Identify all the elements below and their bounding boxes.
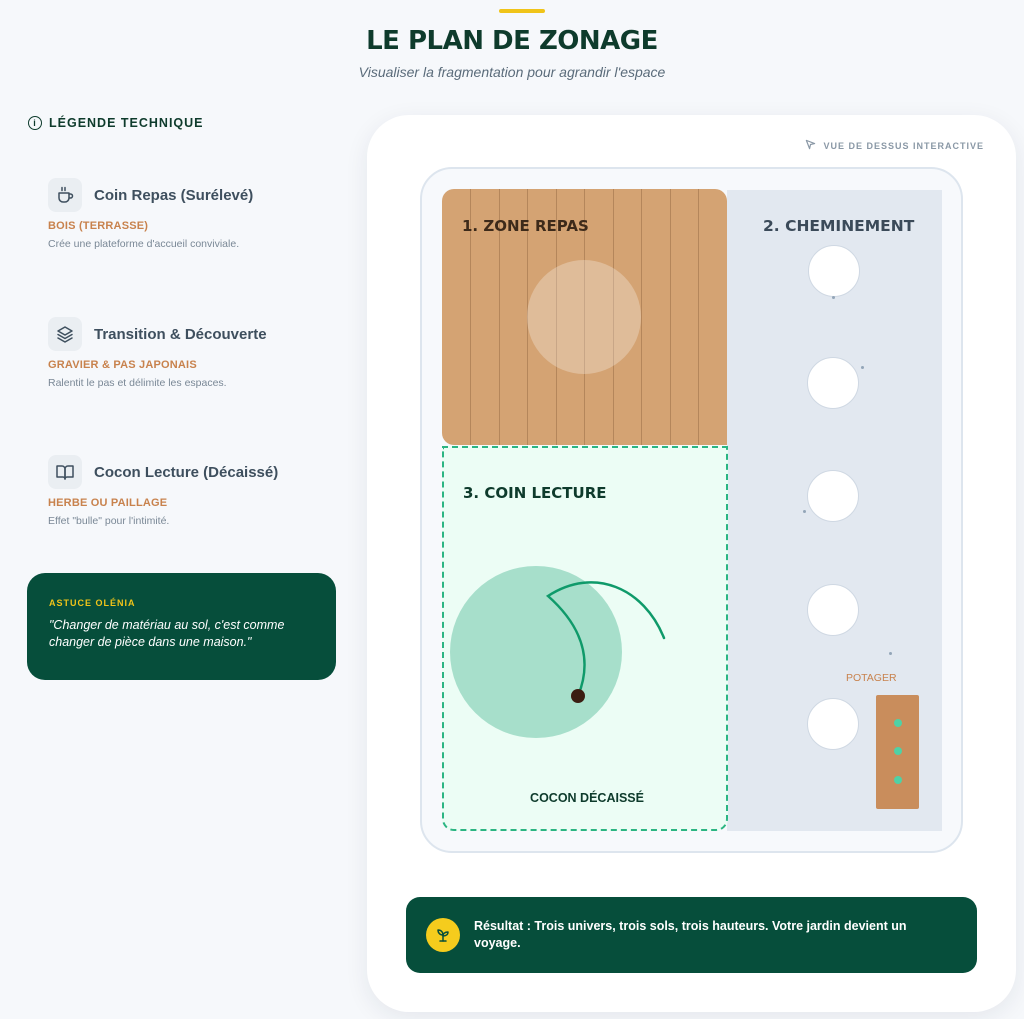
page-subtitle: Visualiser la fragmentation pour agrandi… bbox=[358, 64, 666, 80]
result-banner: Résultat : Trois univers, trois sols, tr… bbox=[406, 897, 977, 973]
dining-zone[interactable]: 1. ZONE REPAS bbox=[442, 189, 727, 445]
stepping-stone bbox=[807, 698, 859, 750]
tip-card: ASTUCE OLÉNIA "Changer de matériau au so… bbox=[27, 573, 336, 680]
deck-plank-line bbox=[556, 189, 557, 445]
stepping-stone bbox=[808, 245, 860, 297]
tip-text: "Changer de matériau au sol, c'est comme… bbox=[49, 618, 285, 649]
result-body: Trois univers, trois sols, trois hauteur… bbox=[474, 919, 907, 950]
page-title: LE PLAN DE ZONAGE bbox=[366, 26, 658, 56]
deck-plank-line bbox=[470, 189, 471, 445]
seedling bbox=[894, 776, 902, 784]
legend-item-title: Coin Repas (Surélevé) bbox=[94, 186, 254, 204]
info-icon: i bbox=[28, 116, 42, 130]
pebble bbox=[803, 510, 806, 513]
stepping-stone bbox=[807, 357, 859, 409]
deck-plank-line bbox=[670, 189, 671, 445]
legend-heading-label: LÉGENDE TECHNIQUE bbox=[49, 116, 204, 130]
pebble bbox=[832, 296, 835, 299]
reading-zone-title: 3. COIN LECTURE bbox=[463, 484, 607, 502]
stepping-stone bbox=[807, 470, 859, 522]
seedling bbox=[894, 719, 902, 727]
deck-plank-line bbox=[641, 189, 642, 445]
pebble bbox=[861, 366, 864, 369]
hammock-anchor bbox=[571, 689, 585, 703]
view-label-text: VUE DE DESSUS INTERACTIVE bbox=[823, 140, 984, 151]
legend-item-transition[interactable]: Transition & Découverte GRAVIER & PAS JA… bbox=[48, 317, 338, 389]
legend-item-material: HERBE OU PAILLAGE bbox=[48, 497, 168, 509]
hammock-line bbox=[545, 581, 666, 698]
coffee-cup-icon bbox=[48, 178, 82, 212]
cocoon-circle bbox=[450, 566, 622, 738]
legend-item-title: Transition & Découverte bbox=[94, 325, 267, 343]
legend-heading: i LÉGENDE TECHNIQUE bbox=[28, 116, 204, 130]
plan-card: VUE DE DESSUS INTERACTIVE 2. CHEMINEMENT… bbox=[367, 115, 1016, 1012]
deck-plank-line bbox=[499, 189, 500, 445]
legend-item-material: BOIS (TERRASSE) bbox=[48, 220, 149, 232]
legend-item-material: GRAVIER & PAS JAPONAIS bbox=[48, 359, 197, 371]
legend-item-description: Effet "bulle" pour l'intimité. bbox=[48, 515, 170, 527]
open-book-icon bbox=[48, 455, 82, 489]
stepping-stone bbox=[807, 584, 859, 636]
tip-label: ASTUCE OLÉNIA bbox=[49, 598, 136, 608]
dining-table bbox=[527, 260, 641, 374]
legend-item-description: Ralentit le pas et délimite les espaces. bbox=[48, 377, 227, 389]
legend-item-title: Cocon Lecture (Décaissé) bbox=[94, 463, 279, 481]
legend-item-reading[interactable]: Cocon Lecture (Décaissé) HERBE OU PAILLA… bbox=[48, 455, 338, 527]
deck-plank-line bbox=[584, 189, 585, 445]
legend-item-description: Crée une plateforme d'accueil conviviale… bbox=[48, 238, 240, 250]
dining-zone-title: 1. ZONE REPAS bbox=[462, 217, 589, 235]
pebble bbox=[889, 652, 892, 655]
cursor-icon bbox=[805, 139, 816, 152]
view-label: VUE DE DESSUS INTERACTIVE bbox=[805, 139, 984, 152]
path-zone[interactable]: 2. CHEMINEMENT POTAGER bbox=[727, 190, 942, 831]
result-label: Résultat : bbox=[474, 919, 531, 933]
deck-plank-line bbox=[527, 189, 528, 445]
seedling bbox=[894, 747, 902, 755]
potager-label: POTAGER bbox=[846, 672, 897, 684]
title-accent-bar bbox=[499, 9, 545, 13]
potager-bed[interactable] bbox=[876, 695, 919, 809]
sprout-icon bbox=[426, 918, 460, 952]
deck-plank-line bbox=[698, 189, 699, 445]
cocoon-illustration bbox=[450, 566, 666, 738]
path-zone-title: 2. CHEMINEMENT bbox=[763, 217, 915, 235]
deck-plank-line bbox=[613, 189, 614, 445]
cocoon-label: COCON DÉCAISSÉ bbox=[530, 791, 644, 805]
result-text: Résultat : Trois univers, trois sols, tr… bbox=[474, 918, 953, 952]
reading-zone[interactable]: 3. COIN LECTURE COCON DÉCAISSÉ bbox=[442, 446, 728, 831]
layers-icon bbox=[48, 317, 82, 351]
legend-item-dining[interactable]: Coin Repas (Surélevé) BOIS (TERRASSE) Cr… bbox=[48, 178, 338, 250]
